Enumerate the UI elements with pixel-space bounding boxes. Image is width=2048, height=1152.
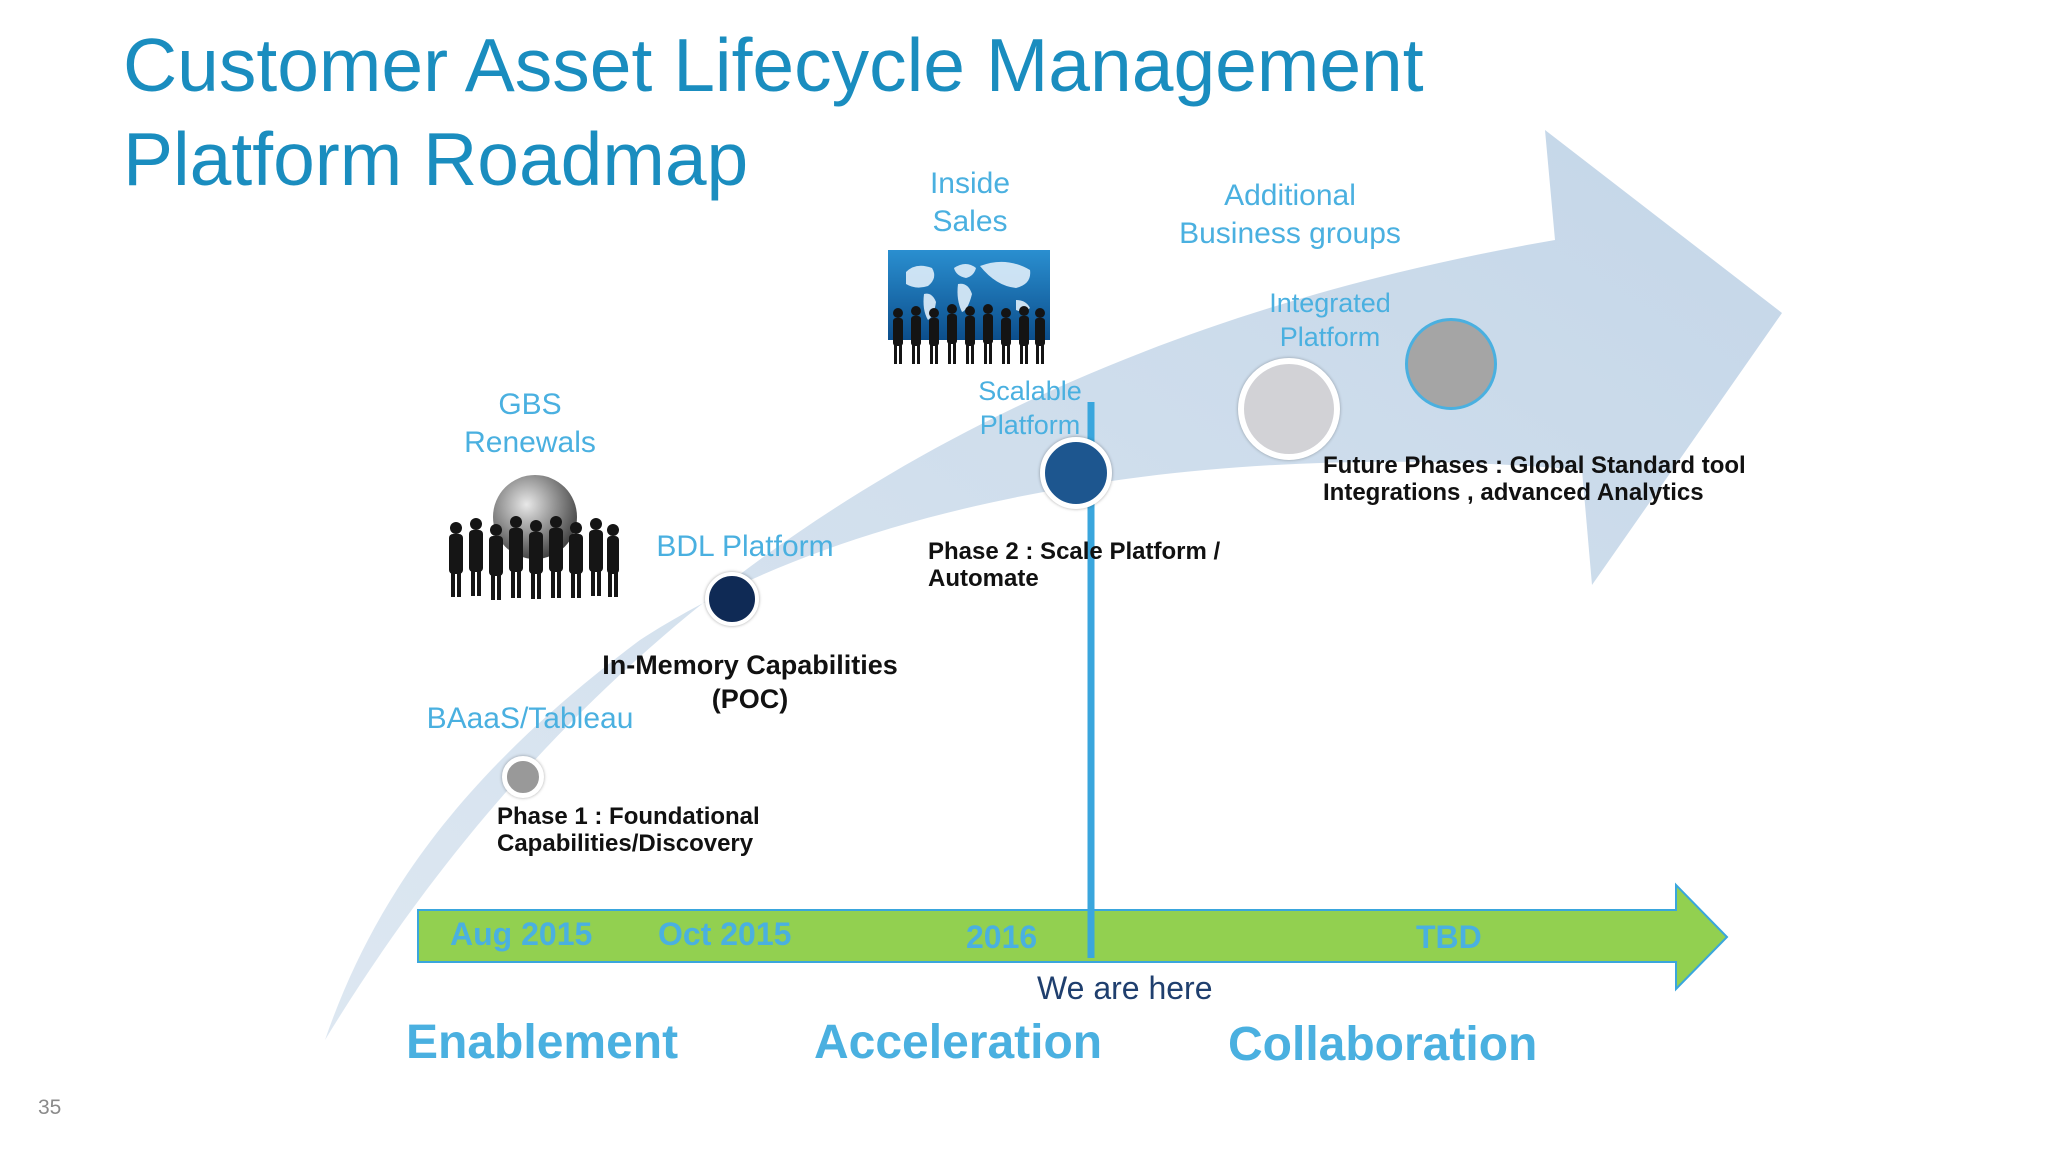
in-memory-line-1: In-Memory Capabilities bbox=[602, 650, 898, 680]
world-map-people-icon bbox=[888, 250, 1050, 364]
gbs-line-1: GBS bbox=[498, 388, 562, 421]
scalable-milestone-dot bbox=[1040, 437, 1112, 509]
future-line-1: Future Phases : Global Standard tool bbox=[1323, 452, 1746, 479]
people-globe-icon bbox=[449, 475, 619, 600]
timeline-date-oct-2015: Oct 2015 bbox=[658, 916, 792, 952]
stage-collaboration: Collaboration bbox=[1228, 1018, 1538, 1071]
integrated-milestone-dot bbox=[1238, 358, 1340, 460]
inside-sales-line-1: Inside bbox=[929, 167, 1011, 200]
stage-acceleration: Acceleration bbox=[814, 1016, 1103, 1069]
baaas-tableau-label: BAaaS/Tableau bbox=[426, 702, 634, 735]
page-title: Customer Asset Lifecycle Management Plat… bbox=[123, 18, 1424, 206]
stage-enablement: Enablement bbox=[406, 1016, 679, 1069]
title-line-2: Platform Roadmap bbox=[123, 117, 749, 201]
future-milestone-dot bbox=[1405, 318, 1497, 410]
phase2-line-2: Automate bbox=[928, 565, 1039, 592]
bdl-platform-label: BDL Platform bbox=[656, 530, 834, 563]
in-memory-line-2: (POC) bbox=[711, 684, 789, 714]
inside-sales-line-2: Sales bbox=[932, 205, 1008, 238]
phase1-caption: Phase 1 : Foundational Capabilities/Disc… bbox=[497, 803, 760, 857]
future-line-2: Integrations , advanced Analytics bbox=[1323, 479, 1704, 506]
in-memory-caption: In-Memory Capabilities (POC) bbox=[590, 648, 910, 716]
bdl-milestone-dot bbox=[705, 572, 759, 626]
integrated-platform-label: Integrated Platform bbox=[1250, 286, 1410, 354]
additional-line-2: Business groups bbox=[1179, 217, 1401, 250]
gbs-renewals-label: GBS Renewals bbox=[440, 386, 620, 462]
scalable-line-1: Scalable bbox=[978, 376, 1082, 406]
timeline-date-2016: 2016 bbox=[966, 919, 1038, 955]
additional-line-1: Additional bbox=[1224, 179, 1356, 212]
inside-sales-label: Inside Sales bbox=[900, 165, 1040, 241]
title-line-1: Customer Asset Lifecycle Management bbox=[123, 23, 1424, 107]
we-are-here-label: We are here bbox=[1037, 970, 1213, 1006]
integrated-line-1: Integrated bbox=[1269, 288, 1391, 318]
phase2-line-1: Phase 2 : Scale Platform / bbox=[928, 538, 1221, 565]
gbs-line-2: Renewals bbox=[464, 426, 596, 459]
phase2-caption: Phase 2 : Scale Platform / Automate bbox=[928, 538, 1220, 592]
phase1-line-1: Phase 1 : Foundational bbox=[497, 803, 760, 830]
future-phases-caption: Future Phases : Global Standard tool Int… bbox=[1323, 452, 1746, 506]
integrated-line-2: Platform bbox=[1279, 322, 1381, 352]
timeline-arrow bbox=[417, 882, 1729, 992]
slide-number: 35 bbox=[38, 1096, 62, 1119]
phase1-line-2: Capabilities/Discovery bbox=[497, 830, 754, 857]
scalable-platform-label: Scalable Platform bbox=[960, 374, 1100, 442]
phase1-milestone-dot bbox=[502, 756, 544, 798]
timeline-date-aug-2015: Aug 2015 bbox=[450, 916, 593, 952]
additional-business-groups-label: Additional Business groups bbox=[1160, 177, 1420, 253]
scalable-line-2: Platform bbox=[979, 410, 1081, 440]
timeline-date-tbd: TBD bbox=[1416, 919, 1482, 955]
